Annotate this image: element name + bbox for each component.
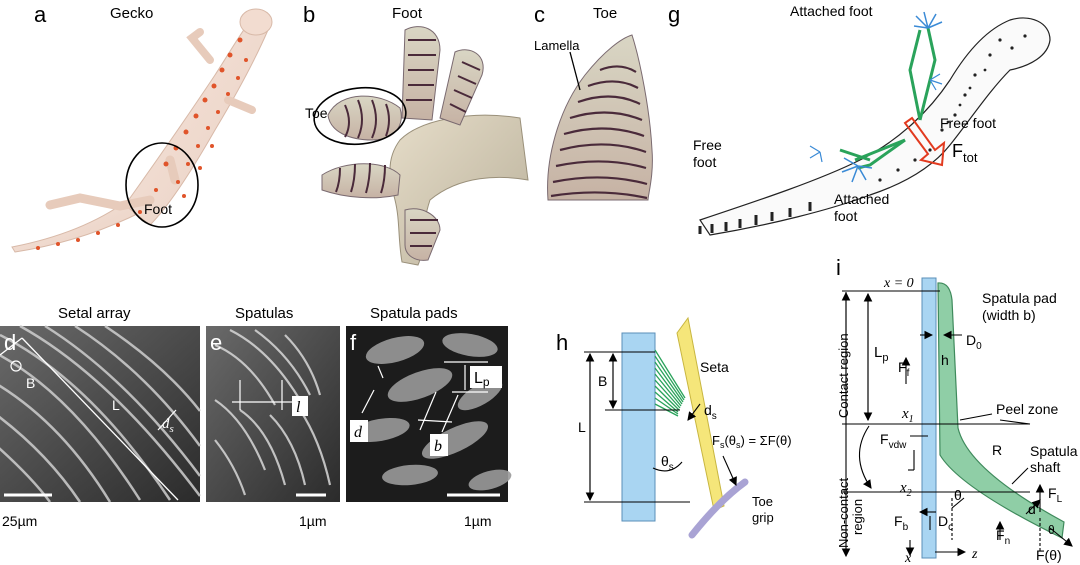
panel-e-letter: e [210, 330, 222, 355]
setal-ds-label: ds [162, 416, 174, 435]
setal-B-label: B [26, 375, 35, 391]
seta-force-label: Fs(θs) = ΣF(θ) [712, 433, 792, 450]
h-label: h [941, 352, 949, 368]
x-axis-label: x [904, 551, 912, 565]
panel-h-letter: h [556, 330, 568, 355]
Fvdw-label: Fvdw [880, 431, 907, 451]
free-foot-left-label-2: foot [693, 154, 716, 170]
setal-L-label: L [112, 397, 120, 413]
FL-label: FL [1048, 485, 1063, 505]
x1-label: x1 [901, 406, 914, 425]
toe-highlight-ellipse [313, 86, 407, 146]
toe-photo-icon [547, 34, 653, 201]
peel-zone-label: Peel zone [996, 401, 1058, 417]
panel-e: e Spatulas l 1µm [206, 305, 340, 529]
surface-strip-h [621, 332, 656, 522]
noncontact-region-label-2: region [850, 499, 865, 535]
noncontact-region-label-1: Non-contact [836, 478, 851, 548]
seta-theta-label: θs [661, 453, 674, 473]
attached-foot-bottom-label-2: foot [834, 208, 857, 224]
panel-d-title: Setal array [58, 305, 131, 322]
spatula-l-label: l [296, 399, 301, 416]
panel-c-title: Toe [593, 5, 617, 22]
attached-foot-bottom-label-1: Attached [834, 191, 889, 207]
spatula-pad-label-1: Spatula pad [982, 290, 1057, 306]
panel-f-title: Spatula pads [370, 305, 458, 322]
panel-b: b Foot Toe [303, 2, 529, 266]
contact-region-label: Contact region [836, 333, 851, 418]
panel-b-toe-label: Toe [305, 105, 328, 121]
sem-spatulas-icon [206, 326, 340, 502]
seta-label: Seta [700, 359, 729, 375]
panel-i-letter: i [836, 255, 841, 280]
d-label-i: d [1028, 501, 1036, 517]
scale-label-e: 1µm [299, 513, 327, 529]
toe-grip-label-2: grip [752, 510, 774, 525]
D0-label: D0 [966, 332, 982, 352]
foot-highlight-ellipse [125, 142, 199, 228]
x0-label: x = 0 [883, 276, 914, 291]
panel-a-foot-label: Foot [144, 201, 172, 217]
panel-d: d Setal array B L ds 25µm [0, 305, 202, 529]
attached-foot-top-label: Attached foot [790, 3, 873, 19]
spatula-shaft-label-1: Spatula [1030, 443, 1078, 459]
panel-h: h Seta B L ds θs Fs(θs) = ΣF(θ) Toe grip [556, 316, 792, 539]
gecko-photo-icon [11, 8, 273, 253]
spatula-pad-label-2: (width b) [982, 307, 1036, 323]
scale-label-d: 25µm [2, 513, 37, 529]
ftot-label: Ftot [952, 141, 978, 165]
toe-grip-label-1: Toe [752, 494, 773, 509]
seta-schematic-icon [621, 316, 749, 539]
panel-e-title: Spatulas [235, 305, 293, 322]
panel-b-title: Foot [392, 5, 423, 22]
ftot-arrow [903, 116, 946, 167]
seta-B-label: B [598, 373, 607, 389]
panel-a-title: Gecko [110, 5, 153, 22]
panel-f-letter: f [350, 330, 357, 355]
seta-ds-label: ds [704, 402, 717, 422]
pad-Lp-label-i: Lp [874, 344, 888, 364]
seta-L-label: L [578, 419, 586, 435]
gecko-drawing-icon [698, 11, 1051, 236]
spatula-schematic-icon [921, 277, 1065, 559]
toe-grip-arc [688, 478, 749, 539]
pad-b-label: b [434, 438, 442, 455]
z-axis-label: z [971, 547, 978, 562]
panel-c: c Toe Lamella [534, 2, 653, 201]
pad-d-label: d [354, 424, 363, 441]
panel-c-letter: c [534, 2, 545, 27]
Fb-label: Fb [894, 513, 909, 533]
theta2-label: θ [1048, 523, 1055, 537]
foot-photo-icon [321, 26, 529, 266]
panel-i: i x = 0 Spatula pad (width b) Lp D0 h Ff… [836, 255, 1078, 565]
Ff-label: Ff [898, 359, 910, 379]
free-foot-left-label-1: Free [693, 137, 722, 153]
spatula-pad-shape [937, 282, 1065, 539]
seta-shaft [676, 316, 725, 511]
R-label: R [992, 442, 1002, 458]
setal-L-arrow [21, 337, 179, 501]
scale-label-f: 1µm [464, 513, 492, 529]
Fn-label: Fn [996, 527, 1010, 547]
panel-g: g Attached foot Free foot Free foot Atta… [668, 2, 1051, 236]
surface-strip-i [921, 277, 937, 559]
panel-a: a Gecko Foot [11, 2, 273, 253]
panel-b-letter: b [303, 2, 315, 27]
panel-f: f Spatula pads Lp d b 1µm [346, 305, 512, 529]
panel-g-letter: g [668, 2, 680, 27]
x2-label: x2 [899, 480, 912, 499]
panel-c-lamella-label: Lamella [534, 38, 580, 53]
theta-label: θ [954, 487, 962, 503]
Ftheta-label: F(θ) [1036, 547, 1062, 563]
panel-a-letter: a [34, 2, 47, 27]
lamella-pointer [569, 51, 581, 91]
free-foot-right-label: Free foot [940, 115, 996, 131]
pad-Lp-label: Lp [474, 370, 490, 389]
spatula-shaft-label-2: shaft [1030, 459, 1060, 475]
Dc-label: Dc [938, 513, 953, 533]
panel-d-letter: d [4, 330, 16, 355]
